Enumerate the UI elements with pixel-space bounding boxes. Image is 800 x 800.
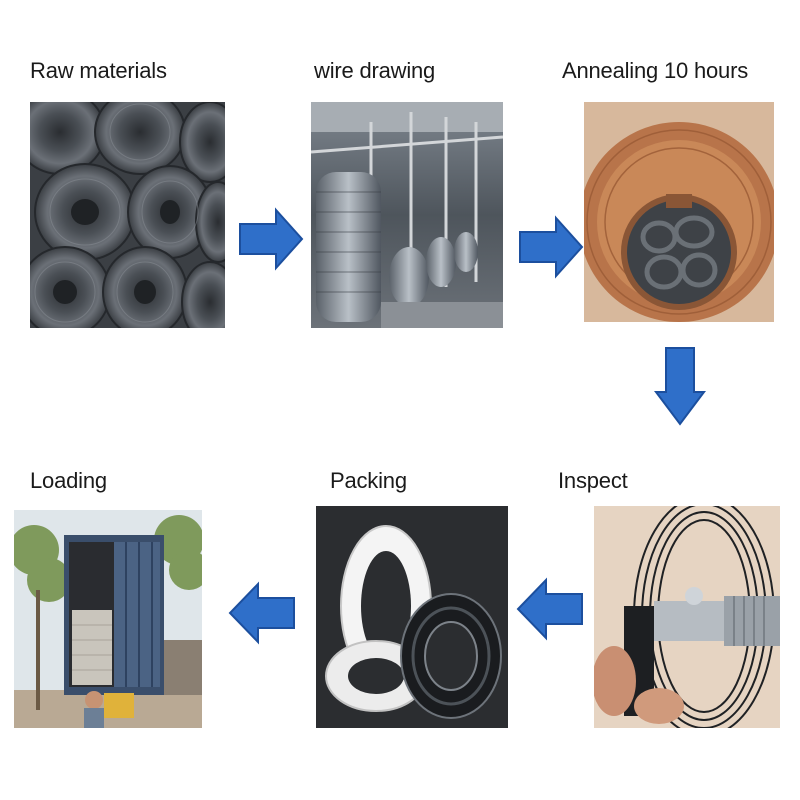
arrow-left-2-icon — [228, 580, 296, 646]
arrow-right-2-icon — [518, 214, 584, 280]
arrow-left-1-icon — [516, 576, 584, 642]
step-label-wire-drawing: wire drawing — [314, 58, 436, 83]
step-label-annealing: Annealing 10 hours — [562, 58, 748, 83]
arrow-down-icon — [654, 346, 706, 426]
inspect-photo — [594, 506, 780, 728]
step-label-raw-materials: Raw materials — [30, 58, 167, 83]
packing-photo — [316, 506, 508, 728]
step-label-inspect: Inspect — [558, 468, 628, 493]
arrow-right-1-icon — [238, 206, 304, 272]
step-label-loading: Loading — [30, 468, 107, 493]
loading-photo — [14, 510, 202, 728]
annealing-furnace-photo — [584, 102, 774, 322]
wire-drawing-photo — [311, 102, 503, 328]
step-label-packing: Packing — [330, 468, 407, 493]
raw-materials-photo — [30, 102, 225, 328]
